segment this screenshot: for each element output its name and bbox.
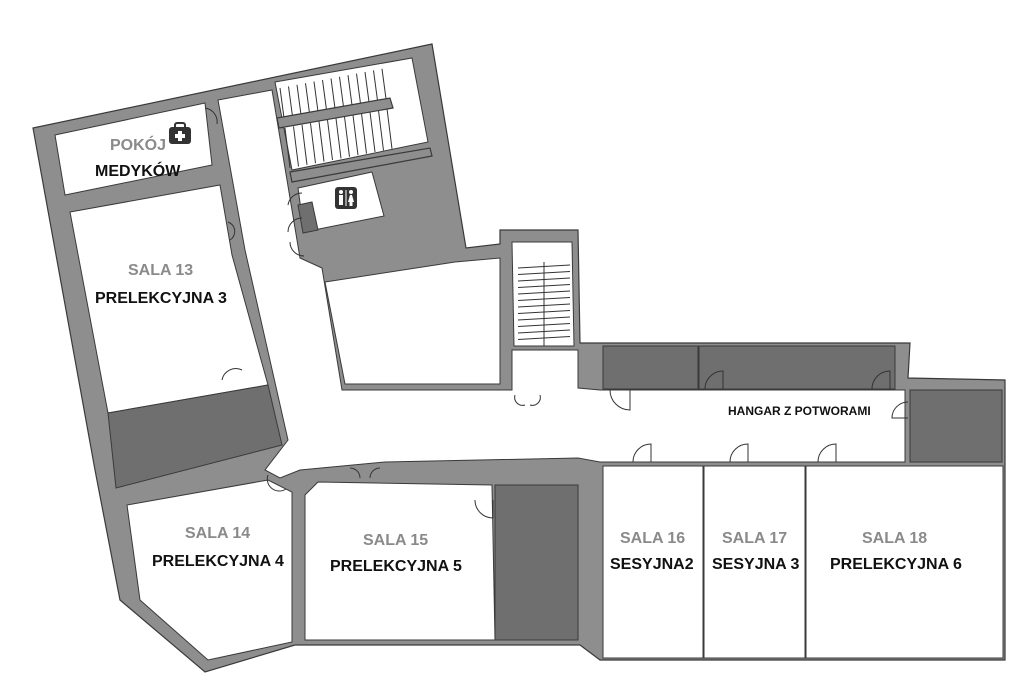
stair-tread (327, 119, 333, 161)
room-sala-15[interactable] (304, 481, 496, 641)
sala-14-number: SALA 14 (185, 525, 250, 542)
stair-tread (288, 86, 293, 117)
stair-tread (330, 78, 336, 109)
sala-17-number: SALA 17 (722, 530, 787, 547)
sala-15-number: SALA 15 (363, 532, 428, 549)
restricted-area (909, 389, 1003, 463)
stair-tread (318, 121, 325, 162)
stair-tread (339, 76, 344, 107)
stair-tread (381, 68, 387, 99)
corridor[interactable] (217, 89, 906, 479)
stair-tread (344, 116, 350, 157)
stair-tread (296, 84, 302, 115)
wall (289, 147, 433, 183)
room-storage (324, 257, 501, 385)
staircase-tower (511, 241, 575, 347)
stair-tread (361, 113, 367, 154)
stair-tread (335, 118, 342, 159)
restricted-area (297, 201, 319, 234)
stair-tread (356, 73, 361, 104)
sala-18-name: PRELEKCYJNA 6 (830, 556, 962, 573)
doors (204, 107, 909, 519)
room-sala-17[interactable] (703, 465, 806, 659)
stair-tread (364, 71, 370, 103)
stair-tread (386, 108, 393, 149)
sala-16-name: SESYJNA2 (610, 556, 694, 573)
stair-tread (305, 83, 310, 114)
stair-tread (284, 127, 291, 169)
sala-16-number: SALA 16 (620, 530, 685, 547)
stair-tread (347, 75, 353, 106)
stair-tread (369, 111, 376, 153)
wall (276, 97, 394, 129)
restroom-icon (335, 187, 357, 209)
first-aid-kit-icon (169, 122, 191, 144)
medic-room-label-1: POKÓJ (110, 135, 166, 154)
restricted-area (494, 484, 579, 641)
room-sala-14[interactable] (126, 479, 293, 661)
restricted-area (602, 345, 699, 390)
restricted-area (698, 345, 896, 390)
room-medic[interactable] (54, 102, 213, 196)
sala-13-name: PRELEKCYJNA 3 (95, 290, 227, 307)
sala-13-number: SALA 13 (128, 262, 193, 279)
room-sala-18[interactable] (805, 465, 1004, 659)
stair-tread (310, 123, 316, 164)
sala-14-name: PRELEKCYJNA 4 (152, 553, 284, 570)
hangar-label: HANGAR Z POTWORAMI (728, 404, 871, 418)
room-sala-16[interactable] (602, 465, 704, 659)
medic-room-label-2: MEDYKÓW (95, 161, 181, 180)
stair-tread (279, 87, 285, 119)
sala-18-number: SALA 18 (862, 530, 927, 547)
stair-tread (301, 124, 308, 165)
stair-tread (373, 70, 378, 101)
stair-tread (313, 81, 319, 112)
stair-tread (322, 79, 327, 111)
stairs-icon (279, 68, 571, 346)
restricted-area (107, 384, 283, 489)
stair-tread (293, 126, 299, 167)
stair-tread (352, 115, 359, 156)
sala-17-name: SESYJNA 3 (712, 556, 800, 573)
stair-tread (378, 110, 384, 151)
sala-15-name: PRELEKCYJNA 5 (330, 558, 462, 575)
